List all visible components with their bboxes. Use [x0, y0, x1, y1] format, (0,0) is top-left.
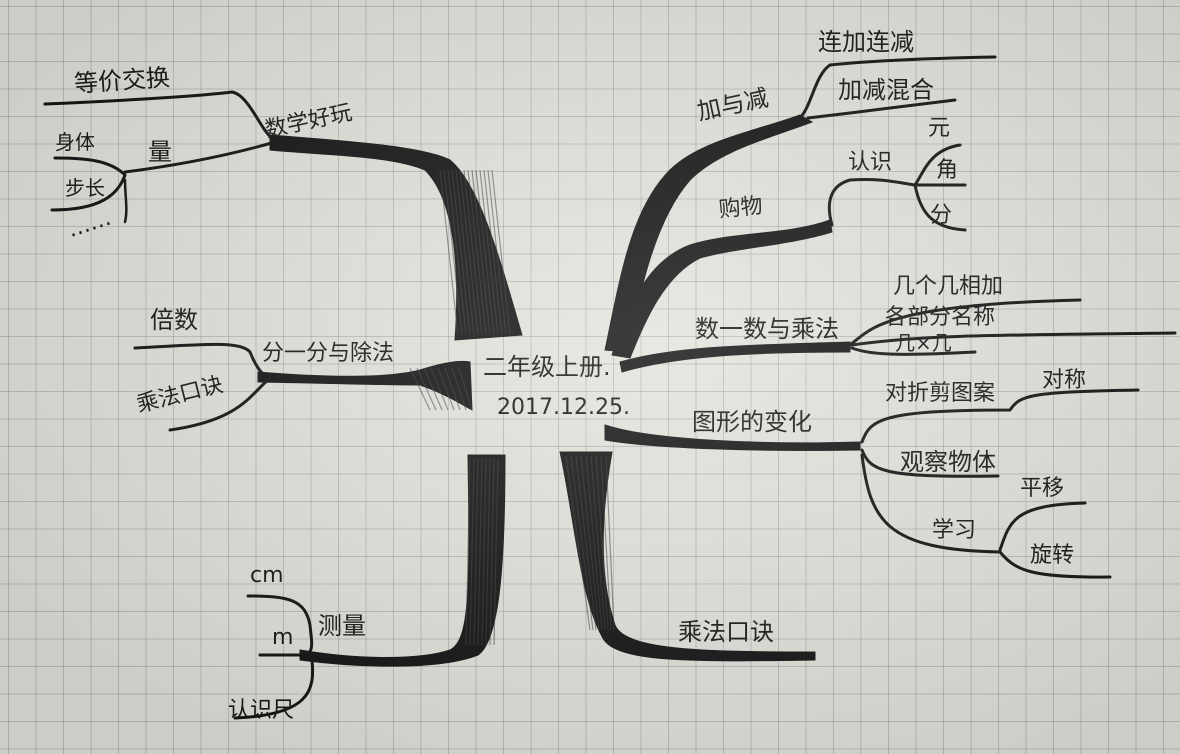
leaf-repeated-add: 几个几相加	[893, 274, 1004, 299]
leaf-symmetry: 对称	[1042, 368, 1087, 393]
leaf-part-names: 各部分名称	[885, 305, 996, 330]
leaf-multiple: 倍数	[150, 306, 198, 334]
branch-label-measure: 测量	[318, 612, 366, 640]
trunk-right-fan	[604, 114, 861, 452]
branch-label-division: 分一分与除法	[262, 341, 395, 366]
leaf-fen: 分	[930, 203, 953, 228]
branch-label-times-table: 乘法口诀	[678, 618, 774, 646]
trunk-left-middle	[257, 360, 473, 411]
leaf-know: 认识	[848, 150, 893, 175]
leaf-fold-cut: 对折剪图案	[885, 381, 996, 406]
trunk-bottom-right	[559, 451, 816, 662]
center-date: 2017.12.25.	[497, 395, 630, 420]
branch-label-count-multiply: 数一数与乘法	[695, 315, 839, 343]
leaf-body: 身体	[55, 130, 95, 154]
branch-label-shape-change: 图形的变化	[692, 408, 812, 436]
leaf-translate: 平移	[1020, 476, 1065, 501]
branch-lines	[43, 55, 1177, 720]
leaf-equivalent-exchange: 等价交换	[73, 63, 171, 98]
hatching	[409, 169, 615, 646]
leaf-mixed: 加减混合	[838, 76, 934, 104]
leaf-cm: cm	[250, 563, 284, 588]
leaf-know-ruler: 认识尺	[228, 698, 295, 723]
leaf-rotate: 旋转	[1030, 543, 1075, 568]
leaf-jiao: 角	[936, 158, 959, 183]
center-title: 二年级上册.	[483, 353, 611, 381]
trunk-bottom-left	[299, 454, 506, 667]
branch-label-shopping: 购物	[717, 193, 764, 223]
leaf-observe: 观察物体	[900, 448, 996, 476]
leaf-study: 学习	[932, 518, 977, 543]
leaf-consecutive: 连加连减	[818, 28, 914, 56]
leaf-quantity: 量	[148, 138, 172, 166]
leaf-m: m	[272, 625, 294, 650]
leaf-yuan: 元	[928, 116, 951, 141]
leaf-step-length: 步长	[65, 176, 105, 200]
leaf-times: 几×几	[895, 331, 952, 355]
trunk-top-left	[269, 134, 523, 341]
